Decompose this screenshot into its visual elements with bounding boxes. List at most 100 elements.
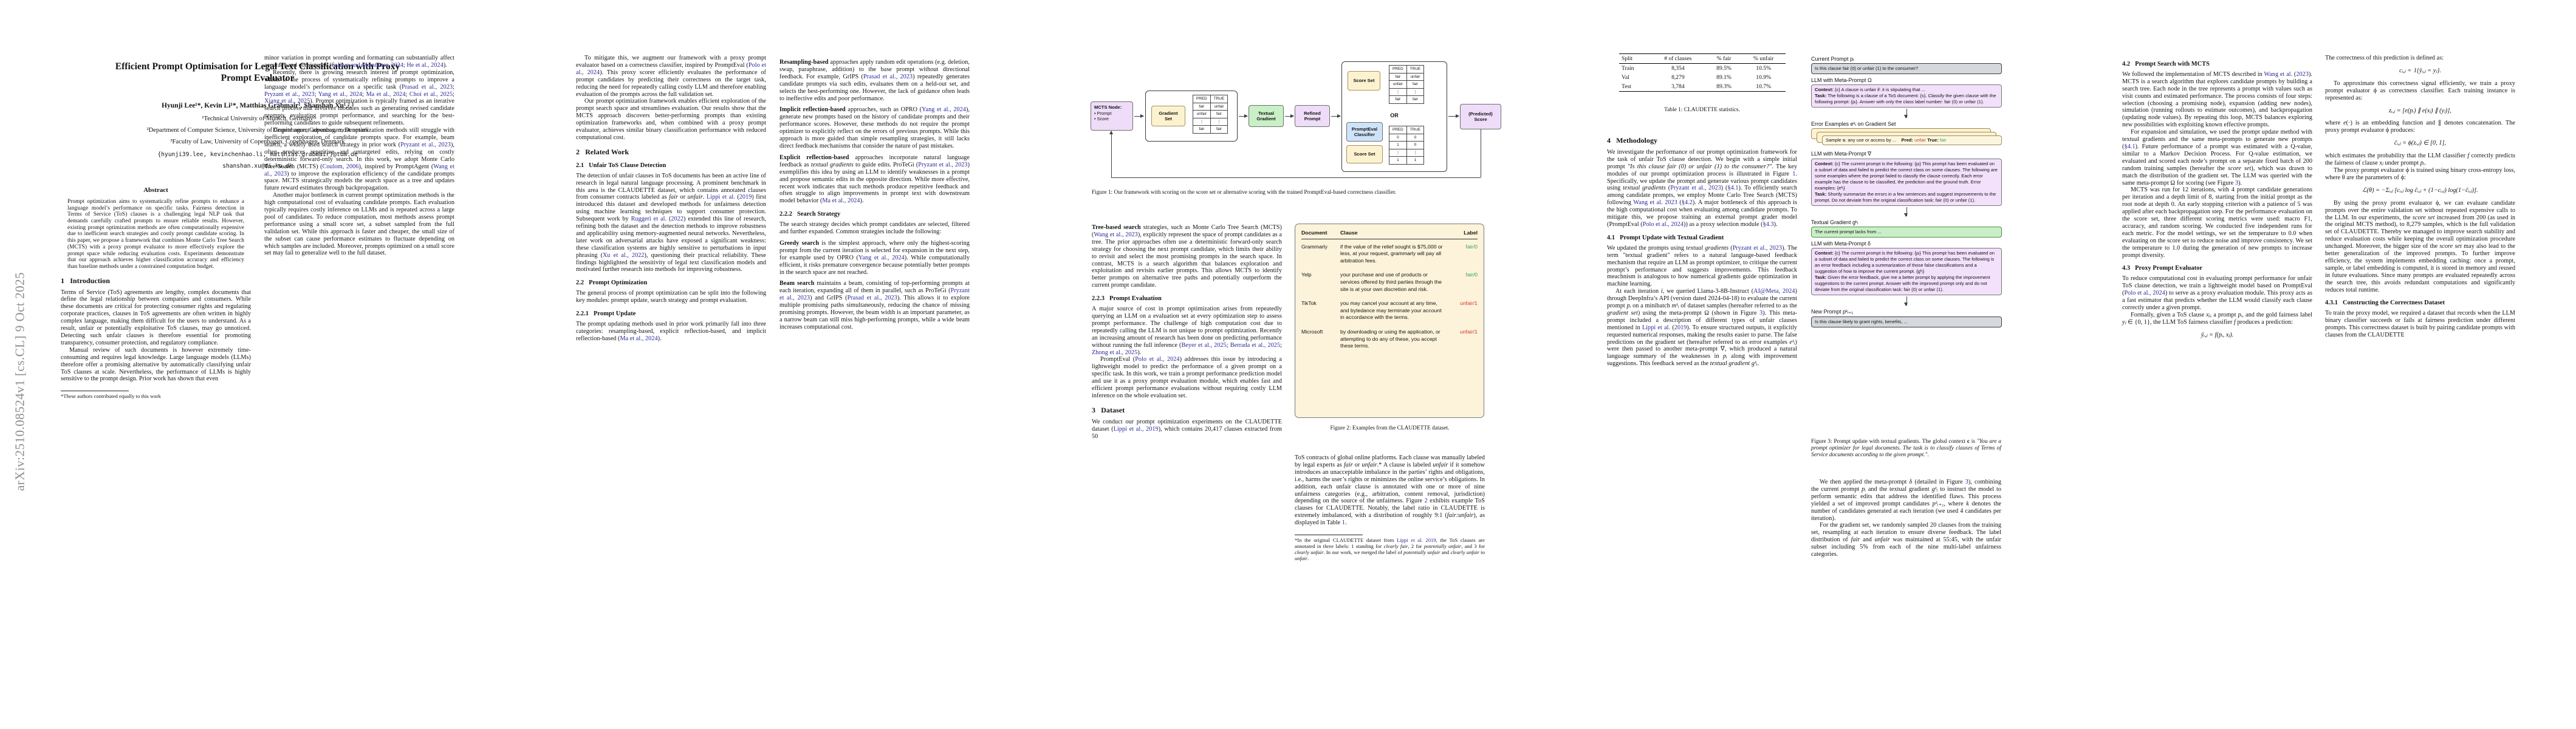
citation-link[interactable]: Salinas and Morstatter, 2024 — [331, 61, 403, 69]
table-header-row: Split # of clauses % fair % unfair — [1619, 53, 1786, 64]
citation-link[interactable]: Coulom, 2006 — [322, 163, 359, 170]
emphasis-italic: xⱼ — [2379, 160, 2383, 167]
unfair-pct-cell: 10.5% — [1756, 65, 1772, 72]
citation-link[interactable]: Ma et al., 2024 — [366, 91, 406, 98]
document-cell: Microsoft — [1301, 328, 1323, 335]
citation-link[interactable]: Lippi et al. — [1642, 324, 1671, 331]
citation-link[interactable]: Lippi et al. 2019 — [1397, 537, 1436, 544]
paragraph: For expansion and simulation, we used th… — [2122, 129, 2312, 187]
citation-link[interactable]: Yang et al., 2024 — [922, 106, 966, 114]
citation-link[interactable]: Polo et al., 2024 — [1642, 221, 1684, 228]
emphasis-italic: yⱼ — [2122, 318, 2126, 326]
citation-link[interactable]: Yang et al., 2024 — [858, 254, 905, 261]
paragraph: which estimates the probability that the… — [2325, 152, 2515, 167]
citation-link[interactable]: 2022 — [671, 216, 683, 223]
citation-link[interactable]: Xu et al., 2022 — [603, 252, 645, 259]
citation-link[interactable]: Berrada et al., 2025 — [1230, 341, 1281, 349]
citation-link[interactable]: AI@Meta, 2024 — [1753, 288, 1795, 295]
mcts-node-item-score: • Score — [1094, 116, 1109, 122]
paragraph: We followed the implementation of MCTS d… — [2122, 70, 2313, 129]
mini-table-cell: unfair — [1389, 80, 1407, 89]
citation-link[interactable]: Wang et al. 2023 — [1633, 199, 1677, 207]
paragraph-lead: Explicit reflection-based — [779, 154, 849, 161]
paragraph: At each iteration i, we queried Llama-3-… — [1607, 288, 1798, 368]
citation-link[interactable]: Yang et al., 2024 — [318, 91, 363, 98]
new-prompt-label: New Prompt pᵏᵢ₊₁ — [1811, 309, 1854, 315]
emphasis-italic: pᵏᵢ₊₁ — [1932, 500, 1944, 507]
paragraph: To reduce computational cost in evaluati… — [2122, 275, 2312, 311]
count-cell: 3,784 — [1671, 83, 1685, 90]
citation-link[interactable]: §4.3 — [1762, 221, 1774, 228]
citation-link[interactable]: 2019 — [739, 194, 752, 201]
citation-link[interactable]: 2019 — [1674, 324, 1687, 331]
citation-link[interactable]: 3 — [2235, 179, 2239, 187]
page1-column-2: minor variation in prompt wording and fo… — [264, 55, 454, 257]
citation-link[interactable]: Choi et al., 2025 — [409, 91, 453, 98]
citation-link[interactable]: 2 — [1424, 498, 1428, 505]
citation-link[interactable]: Zhong et al., 2025 — [1092, 349, 1138, 356]
citation-link[interactable]: Xiang et al., 2025 — [264, 98, 310, 105]
arrow-icon — [1448, 114, 1459, 118]
prompteval-classifier-box: PromptEval Classifier — [1346, 122, 1383, 142]
label-cell: fair/0 — [1465, 243, 1478, 250]
citation-link[interactable]: Wang et al., 2023 — [1094, 231, 1138, 238]
citation-link[interactable]: 1 — [1341, 519, 1346, 527]
page-1: arXiv:2510.08524v1 [cs.CL] 9 Oct 2025 Ef… — [0, 0, 515, 729]
citation-link[interactable]: Polo et al., 2024 — [2124, 290, 2165, 297]
paragraph: PromptEval (Polo et al., 2024) addresses… — [1092, 356, 1282, 399]
citation-link[interactable]: §4.1 — [1727, 185, 1739, 192]
citation-link[interactable]: 1 — [1792, 170, 1796, 177]
emphasis-italic: score set — [2439, 243, 2462, 250]
emphasis-bold: Task: — [1815, 191, 1827, 197]
emphasis-italic: f — [2467, 152, 2470, 160]
citation-link[interactable]: Prasad et al., 2023 — [402, 83, 453, 91]
mini-table-row: ⋮⋮ — [1193, 117, 1228, 126]
citation-link[interactable]: Polo et al., 2024 — [1135, 356, 1180, 363]
citation-link[interactable]: Pryzant et al., 2023 — [918, 161, 968, 168]
mini-table-cell: fair — [1210, 110, 1228, 118]
citation-link[interactable]: 2023 — [2296, 70, 2309, 78]
citation-link[interactable]: Ruggeri et al. — [631, 216, 667, 223]
mini-table-cell: ⋮ — [1210, 117, 1228, 126]
subsection-heading: 2.2 Prompt Optimization — [576, 279, 648, 287]
citation-link[interactable]: 3 — [1759, 309, 1763, 317]
citation-link[interactable]: Pryzant et al., 2023 — [400, 141, 451, 148]
paragraph: where e(·) is an embedding function and … — [2325, 120, 2516, 134]
column-header-fair: % fair — [1716, 55, 1732, 62]
table-row: Grammarly if the value of the relief sou… — [1301, 244, 1478, 265]
citation-link[interactable]: Ma et al., 2024 — [620, 335, 658, 342]
citation-link[interactable]: He et al., 2024 — [406, 61, 444, 69]
emphasis-italic: unfair — [1295, 555, 1308, 561]
citation-link[interactable]: Pryzant et al., 2023 — [1732, 244, 1783, 252]
citation-link[interactable]: 3 — [1965, 479, 1968, 485]
citation-link[interactable]: Pryzant et al., 2023 — [1670, 185, 1721, 192]
column-header-clause: Clause — [1340, 230, 1358, 236]
citation-link[interactable]: Wang et al., 2023 — [264, 163, 455, 177]
citation-link[interactable]: Prasad et al., 2023 — [847, 295, 897, 302]
true-value: fair — [1939, 137, 1947, 143]
citation-link[interactable]: Ma et al., 2024 — [822, 197, 860, 205]
count-cell: 8,279 — [1671, 74, 1685, 81]
citation-link[interactable]: §4.2 — [1681, 199, 1693, 207]
emphasis-bold: Context: — [1815, 250, 1834, 256]
citation-link[interactable]: Wang et al. — [2264, 70, 2293, 78]
split-cell: Test — [1622, 83, 1631, 90]
citation-link[interactable]: Lippi et al., 2019 — [1113, 425, 1159, 433]
label-cell: unfair/1 — [1460, 328, 1478, 335]
citation-link[interactable]: Pryzant et al., 2023 — [779, 287, 970, 302]
emphasis-italic: score set — [2228, 165, 2252, 172]
citation-link[interactable]: Lippi et al. — [706, 194, 735, 201]
citation-link[interactable]: Prasad et al., 2023 — [863, 73, 913, 80]
citation-link[interactable]: Pryzant et al., 2023 — [264, 91, 315, 98]
subsection-heading: 4.2 Prompt Search with MCTS — [2122, 61, 2210, 67]
citation-link[interactable]: Beyer et al., 2025 — [1181, 341, 1227, 349]
email-line-1[interactable]: {hyunji39.lee, kevinchenhao.li, matthias… — [157, 151, 358, 158]
error-example-card: Sample s: any use or access by ... Pred:… — [1822, 135, 2002, 145]
paragraph: To train the proxy model, we required a … — [2325, 310, 2515, 339]
citation-link[interactable]: Polo et al., 2024 — [576, 61, 766, 76]
email-line-2[interactable]: shanshan.xu@di.ku.dk — [222, 163, 293, 169]
citation-link[interactable]: §4.1 — [2124, 143, 2136, 150]
label-cell: fair/0 — [1465, 272, 1478, 278]
